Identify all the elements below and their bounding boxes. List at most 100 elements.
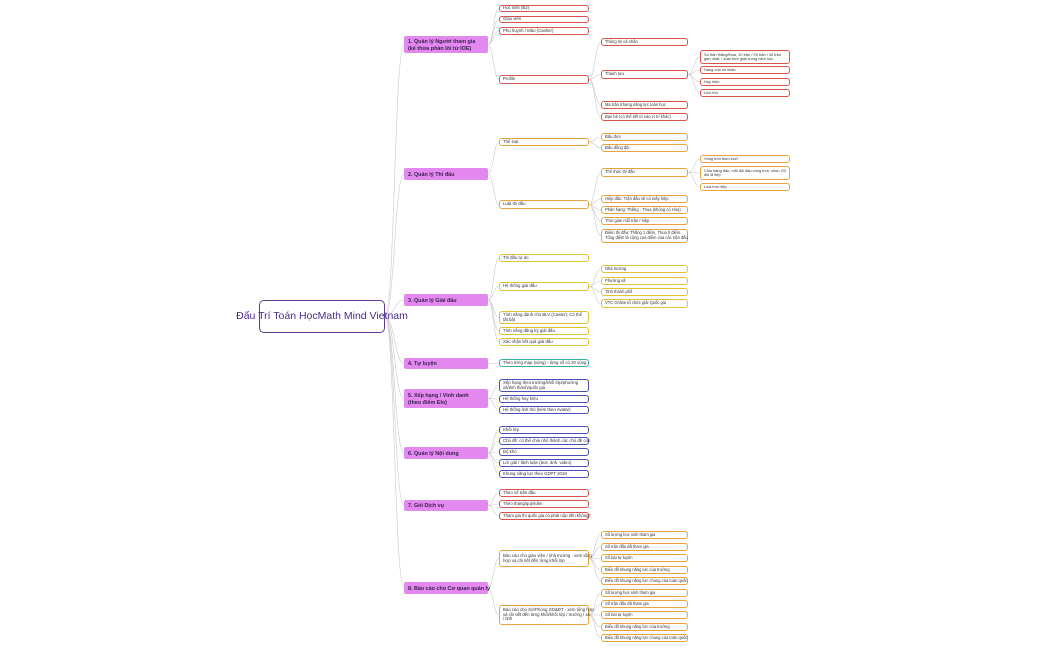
- topic-b3c5[interactable]: Xác nhận kết quả giải đấu: [499, 338, 589, 346]
- topic-b8c2e[interactable]: Biểu đồ khung năng lực chung của toàn qu…: [601, 634, 688, 642]
- topic-b7[interactable]: 7. Gói Dịch vụ: [404, 500, 488, 511]
- topic-b2c2c[interactable]: Phân hạng: Thắng - Thua (không có Hòa): [601, 206, 688, 214]
- topic-text: Ma trận Khung năng lực toán học: [605, 101, 666, 107]
- connector-b1c4: [487, 44, 500, 80]
- topic-b3c4[interactable]: Tính năng đăng ký giải đấu: [499, 327, 589, 335]
- topic-b1c3[interactable]: Phụ huynh / Mảo (Casher): [499, 27, 589, 35]
- topic-b1c4d[interactable]: Bạn bè (có thể kết tri vào vì trí khác): [601, 113, 688, 121]
- topic-text: Thông tin cá nhân: [605, 38, 638, 44]
- topic-text: Số lượng học sinh tham gia: [605, 589, 656, 595]
- topic-text: Biểu đồ khung năng lực chung của toàn qu…: [605, 634, 688, 640]
- topic-b2c2a2[interactable]: Chia bảng đấu, mỗi đội đấu vòng tròn, ch…: [700, 166, 790, 180]
- topic-b8c1b[interactable]: Số trận đấu đã tham gia: [601, 543, 688, 551]
- topic-b8c1e[interactable]: Biểu đồ khung năng lực chung của toàn qu…: [601, 577, 688, 585]
- topic-text: Tham gia thi quốc gia có phải nộp tiền k…: [503, 512, 591, 518]
- topic-b4c1[interactable]: Theo từng map (vùng) - từng số có 20 vùn…: [499, 359, 589, 367]
- topic-b8c2b[interactable]: Số trận đấu đã tham gia: [601, 600, 688, 608]
- topic-text: Biểu đồ khung năng lực của trường: [605, 566, 670, 572]
- topic-b2c2[interactable]: Luật thi đấu: [499, 200, 589, 209]
- topic-text: Loại trực tiếp: [704, 183, 727, 189]
- topic-b4[interactable]: 4. Tự luyện: [404, 358, 488, 369]
- topic-b7c3[interactable]: Tham gia thi quốc gia có phải nộp tiền k…: [499, 512, 591, 520]
- topic-b1c1[interactable]: Học sinh (B2): [499, 5, 589, 12]
- topic-text: Tỉnh thành phố: [605, 288, 633, 294]
- connector-b1c4d: [588, 79, 602, 118]
- topic-b1c4b4[interactable]: Linh thú: [700, 89, 790, 97]
- topic-text: Profile: [503, 76, 516, 82]
- topic-b8c2[interactable]: Báo cáo cho Sở/Phòng GD&ĐT - xem tổng hợ…: [499, 605, 594, 625]
- topic-b5[interactable]: 5. Xếp hạng / Vinh danh(theo điểm Elo): [404, 389, 488, 408]
- topic-b2c1a[interactable]: Đấu đơn: [601, 133, 688, 141]
- connector-b4c1: [487, 362, 500, 364]
- topic-b3[interactable]: 3. Quản lý Giải đấu: [404, 294, 488, 306]
- topic-b1c4a[interactable]: Thông tin cá nhân: [601, 38, 688, 46]
- topic-b1c4b[interactable]: Thành tựu: [601, 70, 688, 79]
- topic-text: Hệ thống linh thú (kèm theo Avatar): [503, 406, 571, 412]
- connector-b7c3: [487, 505, 500, 517]
- topic-b1c4b2[interactable]: Hạng của cá nhân: [700, 66, 790, 74]
- topic-b2c1[interactable]: Thể loại: [499, 138, 589, 146]
- topic-text: 7. Gói Dịch vụ: [408, 503, 444, 510]
- topic-b6c4[interactable]: Lời giải / lãnh luận (text, ảnh, video): [499, 459, 589, 467]
- topic-b8c2c[interactable]: Số bài tự luyện: [601, 611, 688, 619]
- topic-b6c5[interactable]: Khung năng lực theo GDPT 2018: [499, 470, 589, 478]
- topic-b8c2d[interactable]: Biểu đồ khung năng lực của trường: [601, 623, 688, 631]
- connector-b8c2a: [588, 592, 602, 616]
- topic-b8c1a[interactable]: Số lượng học sinh tham gia: [601, 531, 688, 539]
- topic-b3c2d[interactable]: VTC Online tổ chức giải Quốc gia: [601, 299, 688, 308]
- topic-b3c2[interactable]: Hệ thống giải đấu: [499, 282, 589, 291]
- connector-b8c1: [487, 558, 500, 589]
- topic-b6c1[interactable]: Khối lớp: [499, 426, 589, 434]
- topic-text: 5. Xếp hạng / Vinh danh: [408, 393, 469, 400]
- topic-b2c2a3[interactable]: Loại trực tiếp: [700, 183, 790, 191]
- topic-b7c1[interactable]: Theo số trận đấu: [499, 489, 589, 497]
- connector-b2c1a: [588, 136, 602, 143]
- topic-b5c2[interactable]: Hệ thống huy hiệu: [499, 395, 589, 403]
- topic-b2c1b[interactable]: Đấu đồng đội: [601, 144, 688, 152]
- topic-b6c2[interactable]: Chủ đề: có thể chia nhỏ thành các chủ đề…: [499, 437, 590, 445]
- topic-text: Đấu đồng đội: [605, 144, 630, 150]
- connector-b6c2: [487, 440, 500, 454]
- topic-b5c3[interactable]: Hệ thống linh thú (kèm theo Avatar): [499, 406, 589, 414]
- topic-b2c2a1[interactable]: Vòng tròn theo lượt: [700, 155, 790, 163]
- topic-b1c4b1[interactable]: Số trận thắng/thua, 10 trận / 20 trận / …: [700, 50, 790, 64]
- connector-b3c4: [487, 299, 500, 332]
- topic-b2c2b[interactable]: Hiệp đấu: Trận đấu sẽ có mấy hiệp: [601, 195, 688, 203]
- connector-b8c1e: [588, 558, 602, 582]
- connector-b6: [384, 316, 405, 454]
- topic-b1c4b3[interactable]: Huy hiệu: [700, 78, 790, 86]
- topic-b8c1c[interactable]: Số bài tự luyện: [601, 554, 688, 562]
- topic-b8[interactable]: 8. Báo cáo cho Cơ quan quản lý: [404, 582, 490, 594]
- topic-text: Math Mind Vietnam: [317, 309, 408, 322]
- topic-b2c2d[interactable]: Thời gian mỗi trận / hiệp: [601, 217, 688, 225]
- topic-b3c2a[interactable]: Nhà trường: [601, 265, 688, 273]
- topic-b8c1d[interactable]: Biểu đồ khung năng lực của trường: [601, 566, 688, 574]
- topic-b2[interactable]: 2. Quản lý Thi đấu: [404, 168, 488, 180]
- topic-b3c1[interactable]: Thi đấu tự do: [499, 254, 589, 262]
- topic-b2c2a[interactable]: Thể thức thi đấu: [601, 168, 688, 177]
- topic-b6[interactable]: 6. Quản lý Nội dung: [404, 447, 488, 459]
- topic-b3c2b[interactable]: Phường xã: [601, 277, 688, 285]
- connector-b8c1a: [588, 534, 602, 559]
- topic-text: Hệ thống huy hiệu: [503, 395, 538, 401]
- topic-b3c2c[interactable]: Tỉnh thành phố: [601, 288, 688, 296]
- connector-b6c1: [487, 429, 500, 454]
- topic-b6c3[interactable]: Độ khó: [499, 448, 589, 456]
- connector-b8: [384, 316, 405, 589]
- topic-text: Thời gian mỗi trận / hiệp: [605, 217, 650, 223]
- topic-b1c4c[interactable]: Ma trận Khung năng lực toán học: [601, 101, 688, 109]
- topic-text: Biểu đồ khung năng lực chung của toàn qu…: [605, 577, 688, 583]
- topic-b7c2[interactable]: Theo tháng/quý/năm: [499, 500, 589, 508]
- topic-b8c1[interactable]: Báo cáo cho giáo viên / nhà trường - xem…: [499, 550, 592, 567]
- connector-b2c1b: [588, 141, 602, 149]
- topic-b1[interactable]: 1. Quản lý Người tham gia(kế thừa phần l…: [404, 36, 488, 53]
- topic-b1c2[interactable]: Giáo viên: [499, 16, 589, 23]
- topic-b1c4[interactable]: Profile: [499, 75, 589, 84]
- topic-b2c2e[interactable]: Điểm thi đấu: Thắng 1 điểm, Thua 0 điểm.…: [601, 229, 688, 243]
- topic-b8c2a[interactable]: Số lượng học sinh tham gia: [601, 589, 688, 597]
- topic-text: 4. Tự luyện: [408, 361, 437, 368]
- topic-text: Huy hiệu: [704, 78, 720, 84]
